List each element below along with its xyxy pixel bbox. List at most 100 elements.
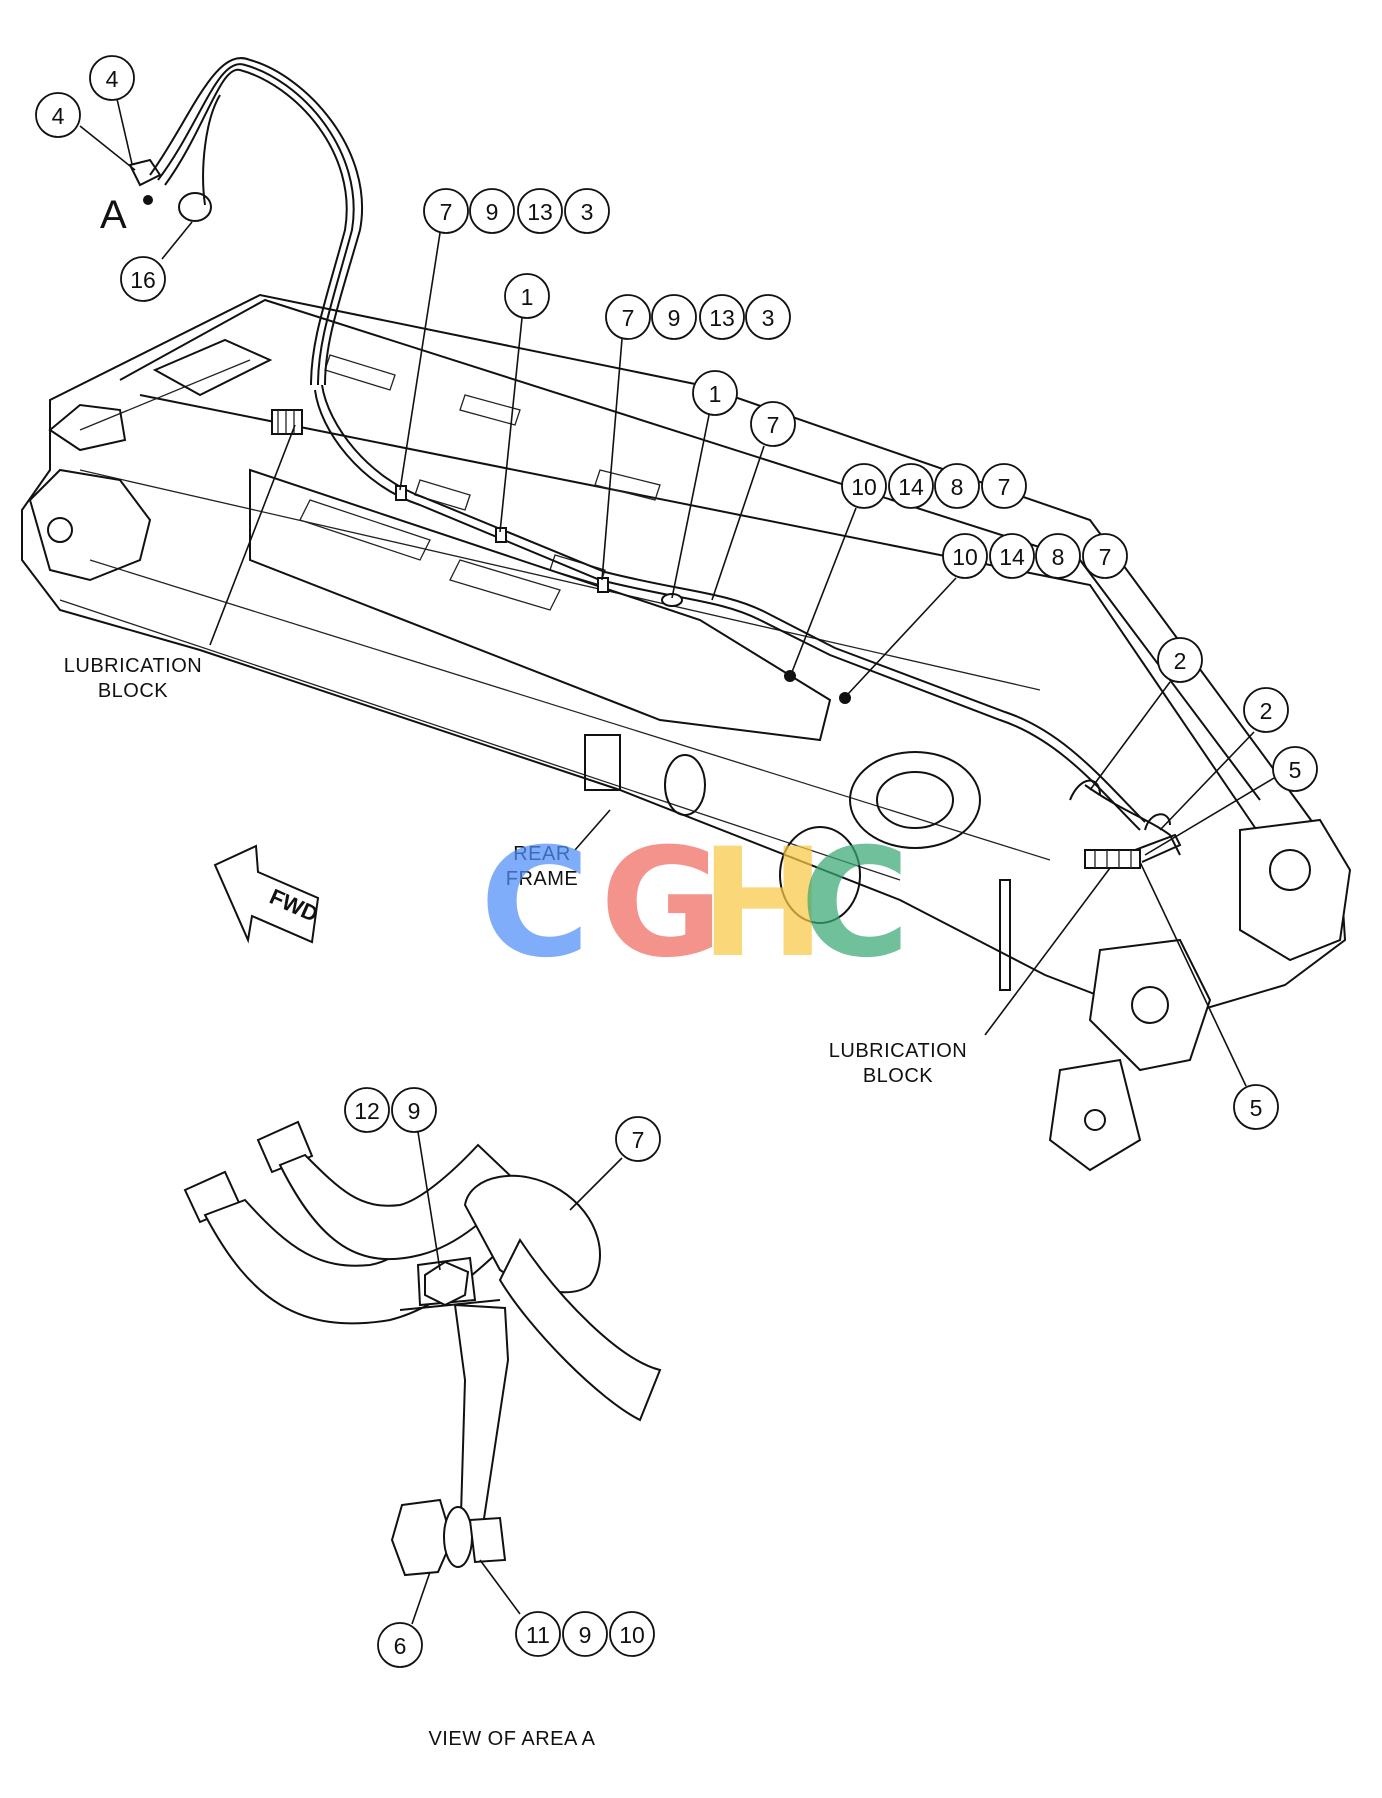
leader-lines xyxy=(79,98,1275,1625)
callout-24: 2 xyxy=(1243,687,1289,733)
lubrication-hoses xyxy=(128,57,1182,869)
callout-circle xyxy=(1272,746,1318,792)
callout-8: 1 xyxy=(504,273,550,319)
callout-circle xyxy=(89,55,135,101)
callout-number: 9 xyxy=(668,305,681,331)
callout-23: 2 xyxy=(1157,637,1203,683)
callout-number: 6 xyxy=(394,1633,407,1659)
callout-33: 10 xyxy=(609,1611,655,1657)
callout-25: 5 xyxy=(1272,746,1318,792)
callout-3: 16 xyxy=(120,256,166,302)
callout-17: 8 xyxy=(934,463,980,509)
rear-frame-label-line1: REAR xyxy=(513,843,571,865)
callout-number: 9 xyxy=(408,1098,421,1124)
callout-14: 7 xyxy=(750,401,796,447)
callout-32: 9 xyxy=(562,1611,608,1657)
rear-frame-label-line2: FRAME xyxy=(506,868,579,890)
callout-number: 14 xyxy=(898,474,924,500)
forward-arrow: FWD xyxy=(213,844,322,944)
watermark-letter: G xyxy=(600,817,723,991)
callout-27: 12 xyxy=(344,1087,390,1133)
callout-circle xyxy=(605,294,651,340)
callout-21: 8 xyxy=(1035,533,1081,579)
callout-number: 1 xyxy=(709,381,722,407)
callout-number: 14 xyxy=(999,544,1025,570)
callout-circle xyxy=(1233,1084,1279,1130)
callout-number: 4 xyxy=(52,103,65,129)
callout-number: 13 xyxy=(709,305,735,331)
callout-circle xyxy=(1082,533,1128,579)
callout-4: 7 xyxy=(423,188,469,234)
callout-number: 5 xyxy=(1250,1095,1263,1121)
callout-circle xyxy=(120,256,166,302)
callout-31: 11 xyxy=(515,1611,561,1657)
lubrication-block-right-label-line2: BLOCK xyxy=(863,1065,933,1087)
callout-18: 7 xyxy=(981,463,1027,509)
callout-1: 4 xyxy=(89,55,135,101)
callout-number: 5 xyxy=(1289,757,1302,783)
callout-28: 9 xyxy=(391,1087,437,1133)
callout-circle xyxy=(423,188,469,234)
text-labels: A LUBRICATION BLOCK REAR FRAME LUBRICATI… xyxy=(64,193,967,1750)
callout-circle xyxy=(35,92,81,138)
rear-frame-drawing xyxy=(21,293,1352,1172)
callout-number: 8 xyxy=(1052,544,1065,570)
view-of-area-a-caption: VIEW OF AREA A xyxy=(428,1728,595,1750)
watermark-letter: C xyxy=(800,817,910,991)
lubrication-block-left-label-line2: BLOCK xyxy=(98,680,168,702)
callout-22: 7 xyxy=(1082,533,1128,579)
callout-circle xyxy=(699,294,745,340)
callout-26: 5 xyxy=(1233,1084,1279,1130)
callout-number: 11 xyxy=(526,1622,550,1648)
callout-circle xyxy=(564,188,610,234)
callout-circle xyxy=(981,463,1027,509)
callout-number: 7 xyxy=(440,199,453,225)
callout-circle xyxy=(504,273,550,319)
area-a-marker: A xyxy=(100,193,127,237)
callout-number: 7 xyxy=(767,412,780,438)
callout-circle xyxy=(989,533,1035,579)
callout-circle xyxy=(934,463,980,509)
callout-circle xyxy=(377,1622,423,1668)
callout-5: 9 xyxy=(469,188,515,234)
callout-9: 7 xyxy=(605,294,651,340)
callout-circle xyxy=(942,533,988,579)
callout-number: 16 xyxy=(130,267,156,293)
area-a-detail-drawing xyxy=(183,1120,662,1577)
callout-30: 6 xyxy=(377,1622,423,1668)
callout-circle xyxy=(1243,687,1289,733)
callout-number: 3 xyxy=(762,305,775,331)
callout-number: 3 xyxy=(581,199,594,225)
callout-7: 3 xyxy=(564,188,610,234)
callout-number: 8 xyxy=(951,474,964,500)
callout-11: 13 xyxy=(699,294,745,340)
callout-10: 9 xyxy=(651,294,697,340)
callout-number: 7 xyxy=(1099,544,1112,570)
callout-circle xyxy=(1157,637,1203,683)
callout-number: 2 xyxy=(1174,648,1187,674)
callout-circle xyxy=(615,1116,661,1162)
callout-29: 7 xyxy=(615,1116,661,1162)
callout-circle xyxy=(750,401,796,447)
callout-number: 10 xyxy=(619,1622,645,1648)
callout-number: 9 xyxy=(486,199,499,225)
callout-circle xyxy=(469,188,515,234)
callout-circle xyxy=(745,294,791,340)
callout-circle xyxy=(344,1087,390,1133)
callout-number: 7 xyxy=(998,474,1011,500)
callout-circle xyxy=(517,188,563,234)
lubrication-block-right-label-line1: LUBRICATION xyxy=(829,1040,967,1062)
callout-number: 12 xyxy=(354,1098,380,1124)
callout-16: 14 xyxy=(888,463,934,509)
callout-circle xyxy=(609,1611,655,1657)
callout-circle xyxy=(841,463,887,509)
callout-number: 1 xyxy=(521,284,534,310)
callout-circle xyxy=(515,1611,561,1657)
callout-13: 1 xyxy=(692,370,738,416)
callout-number: 4 xyxy=(106,66,119,92)
callout-number: 9 xyxy=(579,1622,592,1648)
callout-20: 14 xyxy=(989,533,1035,579)
